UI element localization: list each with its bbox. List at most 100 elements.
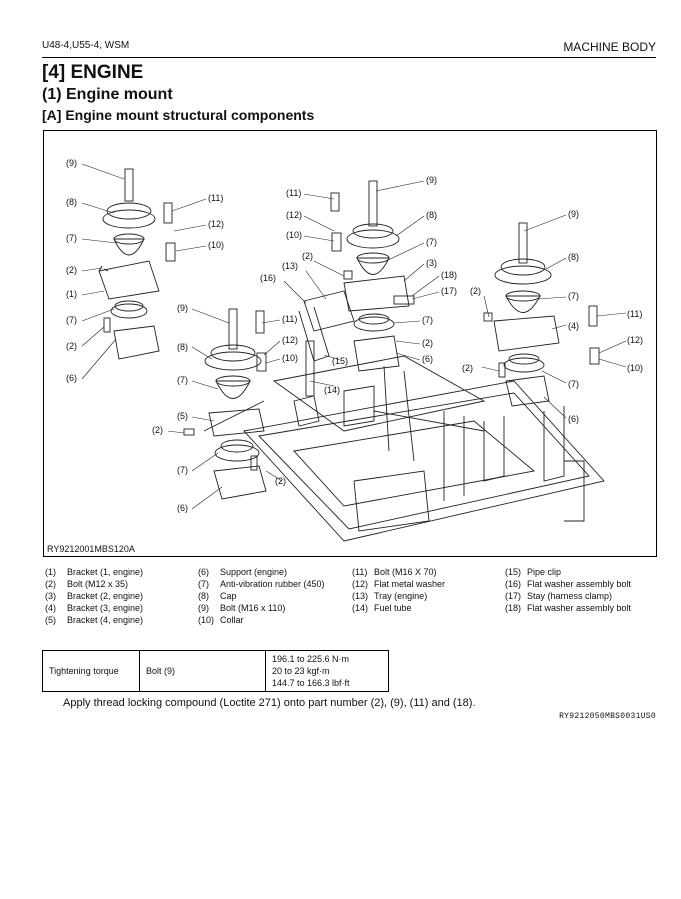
legend-label: Pipe clip <box>527 567 562 577</box>
callout-7: (7) <box>177 465 188 475</box>
legend-column-4: (15) Pipe clip (16) Flat washer assembly b… <box>505 566 631 614</box>
legend-item: (17)Stay (harness clamp) <box>505 590 631 602</box>
legend-number: (12) <box>352 579 369 589</box>
callout-9: (9) <box>568 209 579 219</box>
legend-number: (16) <box>505 579 522 589</box>
reference-code: RY9212050MBS0031US0 <box>559 712 656 721</box>
callout-7: (7) <box>568 379 579 389</box>
thread-locking-note: Apply thread locking compound (Loctite 2… <box>63 697 476 709</box>
legend-number: (15) <box>505 567 522 577</box>
callout-16: (16) <box>260 273 276 283</box>
callout-2: (2) <box>462 363 473 373</box>
legend-number: (8) <box>198 591 209 601</box>
figure-id: RY9212001MBS120A <box>47 544 135 554</box>
legend-item: (18)Flat washer assembly bolt <box>505 602 631 614</box>
legend-item: (16) Flat washer assembly bolt <box>505 578 631 590</box>
legend-number: (1) <box>45 567 56 577</box>
legend-label: Anti-vibration rubber (450) <box>220 579 325 589</box>
legend-label: Tray (engine) <box>374 591 428 601</box>
legend-number: (7) <box>198 579 209 589</box>
callout-12: (12) <box>208 219 224 229</box>
callout-11: (11) <box>286 188 301 198</box>
callout-6: (6) <box>66 373 77 383</box>
callout-12: (12) <box>286 210 302 220</box>
callout-7: (7) <box>66 233 77 243</box>
callout-13: (13) <box>282 261 298 271</box>
callout-12: (12) <box>282 335 298 345</box>
callout-8: (8) <box>426 210 437 220</box>
callout-7: (7) <box>66 315 77 325</box>
callout-7: (7) <box>177 375 188 385</box>
legend-label: Bolt (M12 x 35) <box>67 579 129 589</box>
legend-column-2: (6) Support (engine) (7) Anti-vibration ru… <box>198 566 325 626</box>
legend-item: (3) Bracket (2, engine) <box>45 590 143 602</box>
legend-item: (9) Bolt (M16 x 110) <box>198 602 325 614</box>
legend-column-3: (11) Bolt (M16 X 70) (12) Flat metal washe… <box>352 566 445 614</box>
callout-3: (3) <box>426 258 437 268</box>
callout-10: (10) <box>282 353 298 363</box>
legend-number: (11) <box>352 567 368 577</box>
legend-item: (13) Tray (engine) <box>352 590 445 602</box>
callout-2: (2) <box>66 341 77 351</box>
legend-label: Fuel tube <box>374 603 412 613</box>
callout-2: (2) <box>302 251 313 261</box>
header-divider <box>42 57 656 58</box>
callout-14: (14) <box>324 385 340 395</box>
legend-number: (2) <box>45 579 56 589</box>
legend-item: (11) Bolt (M16 X 70) <box>352 566 445 578</box>
callout-7: (7) <box>426 237 437 247</box>
legend-label: Bracket (4, engine) <box>67 615 144 625</box>
callout-9: (9) <box>426 175 437 185</box>
legend-number: (3) <box>45 591 56 601</box>
legend-item: (8) Cap <box>198 590 325 602</box>
callout-8: (8) <box>177 342 188 352</box>
legend-label: Cap <box>220 591 237 601</box>
torque-values: 196.1 to 225.6 N·m 20 to 23 kgf·m 144.7 … <box>265 650 389 692</box>
callout-7: (7) <box>422 315 433 325</box>
legend-number: (9) <box>198 603 209 613</box>
legend-label: Flat metal washer <box>374 579 446 589</box>
callout-17: (17) <box>441 286 457 296</box>
tightening-torque-table: Tightening torque Bolt (9) 196.1 to 225.… <box>42 650 389 692</box>
legend-label: Bracket (1, engine) <box>67 567 144 577</box>
legend-item: (15) Pipe clip <box>505 566 631 578</box>
legend-number: (10) <box>198 615 215 625</box>
callout-2: (2) <box>152 425 163 435</box>
torque-value-lbfft: 144.7 to 166.3 lbf·ft <box>272 678 350 688</box>
callout-15: (15) <box>332 356 348 366</box>
legend-label: Stay (harness clamp) <box>527 591 613 601</box>
callout-10: (10) <box>286 230 302 240</box>
callout-11: (11) <box>282 314 297 324</box>
torque-label: Tightening torque <box>42 650 140 692</box>
callout-9: (9) <box>177 303 188 313</box>
engine-mount-diagram: (9) (8) (7) (2) (1) (7) (2) (6) (11) (12… <box>43 130 657 557</box>
legend-label: Collar <box>220 615 244 625</box>
callout-8: (8) <box>66 197 77 207</box>
callout-5: (5) <box>177 411 188 421</box>
exploded-view-drawing: (9) (8) (7) (2) (1) (7) (2) (6) (11) (12… <box>66 158 643 542</box>
legend-item: (5) Bracket (4, engine) <box>45 614 143 626</box>
callout-2: (2) <box>470 286 481 296</box>
torque-value-nm: 196.1 to 225.6 N·m <box>272 654 350 664</box>
callout-9: (9) <box>66 158 77 168</box>
legend-item: (14)Fuel tube <box>352 602 445 614</box>
callout-1: (1) <box>66 289 77 299</box>
legend-item: (2) Bolt (M12 x 35) <box>45 578 143 590</box>
callout-2: (2) <box>275 476 286 486</box>
torque-value-kgfm: 20 to 23 kgf·m <box>272 666 330 676</box>
legend-label: Bracket (2, engine) <box>67 591 144 601</box>
legend-number: (6) <box>198 567 209 577</box>
legend-number: (4) <box>45 603 56 613</box>
callout-6: (6) <box>422 354 433 364</box>
legend-label: Support (engine) <box>220 567 288 577</box>
legend-number: (13) <box>352 591 369 601</box>
callout-6: (6) <box>177 503 188 513</box>
legend-label: Bolt (M16 X 70) <box>374 567 437 577</box>
legend-label: Bolt (M16 x 110) <box>220 603 286 613</box>
callout-11: (11) <box>208 193 223 203</box>
callout-6: (6) <box>568 414 579 424</box>
legend-number: (5) <box>45 615 56 625</box>
legend-item: (1) Bracket (1, engine) <box>45 566 143 578</box>
legend-label: Flat washer assembly bolt <box>527 579 632 589</box>
callout-18: (18) <box>441 270 457 280</box>
